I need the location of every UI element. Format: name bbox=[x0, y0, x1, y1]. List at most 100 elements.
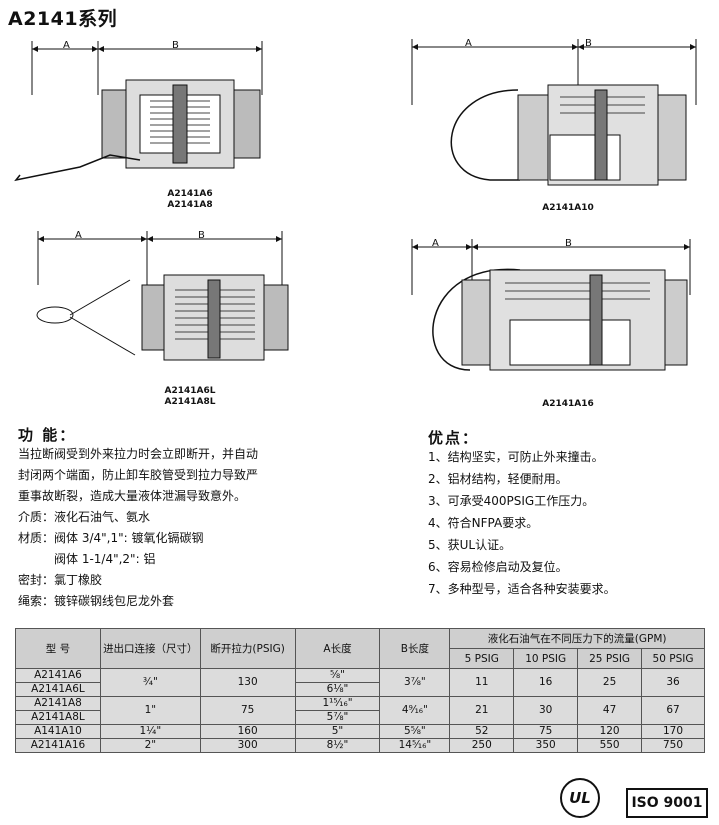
cell-flow: 750 bbox=[641, 738, 705, 753]
function-line: 密封：氯丁橡胶 bbox=[18, 573, 103, 587]
function-description: 当拉断阀受到外来拉力时会立即断开，并自动 封闭两个端面，防止卸车胶管受到拉力导致… bbox=[18, 444, 258, 612]
advantage-item: 6、容易检修启动及复位。 bbox=[428, 560, 568, 574]
cell-port: 1" bbox=[99, 696, 201, 725]
caption-line: A2141A16 bbox=[542, 399, 594, 409]
header-pressure-5: 5 PSIG bbox=[449, 648, 515, 669]
cell-length-a: 1¹⁵⁄₁₆" bbox=[294, 696, 381, 711]
advantage-item: 2、铝材结构，轻便耐用。 bbox=[428, 472, 568, 486]
cell-model: A2141A8 bbox=[15, 696, 101, 711]
drawing-caption-a10: A2141A10 bbox=[528, 203, 608, 214]
cell-flow: 16 bbox=[513, 668, 579, 697]
cell-break: 75 bbox=[199, 696, 296, 725]
cell-model: A2141A16 bbox=[15, 738, 101, 753]
cell-break: 130 bbox=[199, 668, 296, 697]
dimension-label-b: B bbox=[565, 238, 572, 249]
function-heading: 功 能： bbox=[18, 426, 77, 444]
iso-9001-logo: ISO 9001 bbox=[626, 788, 708, 818]
breakaway-valve-drawing-a16 bbox=[411, 239, 691, 371]
caption-line: A2141A6 bbox=[167, 189, 213, 199]
cell-length-b: 4⁹⁄₁₆" bbox=[379, 696, 451, 725]
cell-flow: 250 bbox=[449, 738, 515, 753]
dimension-label-a: A bbox=[63, 40, 70, 51]
cell-flow: 52 bbox=[449, 724, 515, 739]
cell-flow: 170 bbox=[641, 724, 705, 739]
cell-flow: 25 bbox=[577, 668, 643, 697]
function-line: 封闭两个端面，防止卸车胶管受到拉力导致严 bbox=[18, 468, 259, 482]
ul-certification-logo: UL bbox=[560, 778, 600, 818]
cell-flow: 350 bbox=[513, 738, 579, 753]
function-line: 介质：液化石油气、氨水 bbox=[18, 510, 151, 524]
dimension-label-a: A bbox=[75, 230, 82, 241]
header-pressure-25: 25 PSIG bbox=[577, 648, 643, 669]
cell-flow: 47 bbox=[577, 696, 643, 725]
cell-model: A2141A8L bbox=[15, 710, 101, 725]
caption-line: A2141A8 bbox=[167, 200, 213, 210]
function-line: 材质：阀体 3/4",1": 镀氧化镉碳钢 bbox=[18, 531, 204, 545]
cell-length-a: 6⅛" bbox=[294, 682, 381, 697]
dimension-label-b: B bbox=[585, 38, 592, 49]
cell-length-a: 5" bbox=[294, 724, 381, 739]
table-row: A141A10 1¼" 160 5" 5⅝" 52 75 120 170 bbox=[15, 724, 705, 739]
breakaway-valve-drawing-a6l-a8l bbox=[36, 231, 289, 361]
spec-table: 型 号 进出口连接（尺寸） 断开拉力(PSIG) A长度 B长度 液化石油气在不… bbox=[15, 628, 705, 753]
header-length-a: A长度 bbox=[294, 628, 381, 669]
header-model: 型 号 bbox=[15, 628, 101, 669]
breakaway-valve-drawing-a10 bbox=[411, 39, 697, 186]
cell-port: 1¼" bbox=[99, 724, 201, 739]
caption-line: A2141A10 bbox=[542, 203, 594, 213]
advantage-item: 5、获UL认证。 bbox=[428, 538, 512, 552]
cell-flow: 30 bbox=[513, 696, 579, 725]
dimension-label-a: A bbox=[432, 238, 439, 249]
header-pressure-50: 50 PSIG bbox=[641, 648, 705, 669]
cell-flow: 67 bbox=[641, 696, 705, 725]
drawing-caption-a6l-a8l: A2141A6L A2141A8L bbox=[150, 386, 230, 408]
cell-length-b: 5⅝" bbox=[379, 724, 451, 739]
drawing-caption-a6-a8: A2141A6 A2141A8 bbox=[150, 189, 230, 211]
header-flow: 液化石油气在不同压力下的流量(GPM) bbox=[449, 628, 705, 649]
advantage-item: 1、结构坚实，可防止外来撞击。 bbox=[428, 450, 604, 464]
function-line: 阀体 1-1/4",2": 铝 bbox=[18, 552, 156, 566]
cell-flow: 120 bbox=[577, 724, 643, 739]
header-break-force: 断开拉力(PSIG) bbox=[199, 628, 296, 669]
table-row: A2141A6L 6⅛" bbox=[15, 682, 705, 697]
advantages-list: 1、结构坚实，可防止外来撞击。 2、铝材结构，轻便耐用。 3、可承受400PSI… bbox=[428, 446, 616, 600]
cell-model: A141A10 bbox=[15, 724, 101, 739]
caption-line: A2141A8L bbox=[164, 397, 216, 407]
cell-port: ¾" bbox=[99, 668, 201, 697]
cell-length-b: 3⅞" bbox=[379, 668, 451, 697]
advantage-item: 7、多种型号，适合各种安装要求。 bbox=[428, 582, 616, 596]
header-port-size: 进出口连接（尺寸） bbox=[99, 628, 201, 669]
advantage-item: 3、可承受400PSIG工作压力。 bbox=[428, 494, 595, 508]
cell-port: 2" bbox=[99, 738, 201, 753]
header-pressure-10: 10 PSIG bbox=[513, 648, 579, 669]
breakaway-valve-drawing-a6-a8 bbox=[14, 41, 263, 182]
advantage-item: 4、符合NFPA要求。 bbox=[428, 516, 539, 530]
dimension-label-b: B bbox=[172, 40, 179, 51]
function-line: 绳索：镀锌碳钢线包尼龙外套 bbox=[18, 594, 175, 608]
drawing-caption-a16: A2141A16 bbox=[528, 399, 608, 410]
cell-model: A2141A6 bbox=[15, 668, 101, 683]
header-length-b: B长度 bbox=[379, 628, 451, 669]
dimension-label-b: B bbox=[198, 230, 205, 241]
cell-flow: 21 bbox=[449, 696, 515, 725]
function-line: 重事故断裂，造成大量液体泄漏导致意外。 bbox=[18, 489, 247, 503]
cell-break: 300 bbox=[199, 738, 296, 753]
function-line: 当拉断阀受到外来拉力时会立即断开，并自动 bbox=[18, 447, 259, 461]
table-row: A2141A8L 5⅞" bbox=[15, 710, 705, 725]
cell-length-a: 8½" bbox=[294, 738, 381, 753]
cell-flow: 550 bbox=[577, 738, 643, 753]
cell-break: 160 bbox=[199, 724, 296, 739]
cell-length-a: 5⅞" bbox=[294, 710, 381, 725]
cell-length-a: ⅝" bbox=[294, 668, 381, 683]
cell-flow: 36 bbox=[641, 668, 705, 697]
advantages-heading: 优点： bbox=[428, 429, 480, 447]
cell-length-b: 14⁵⁄₁₆" bbox=[379, 738, 451, 753]
dimension-label-a: A bbox=[465, 38, 472, 49]
caption-line: A2141A6L bbox=[164, 386, 216, 396]
table-row: A2141A6 ¾" 130 ⅝" 3⅞" 11 16 25 36 bbox=[15, 668, 705, 697]
page-title: A2141系列 bbox=[8, 8, 118, 30]
cell-flow: 75 bbox=[513, 724, 579, 739]
cell-model: A2141A6L bbox=[15, 682, 101, 697]
table-row: A2141A8 1" 75 1¹⁵⁄₁₆" 4⁹⁄₁₆" 21 30 47 67 bbox=[15, 696, 705, 725]
cell-flow: 11 bbox=[449, 668, 515, 697]
